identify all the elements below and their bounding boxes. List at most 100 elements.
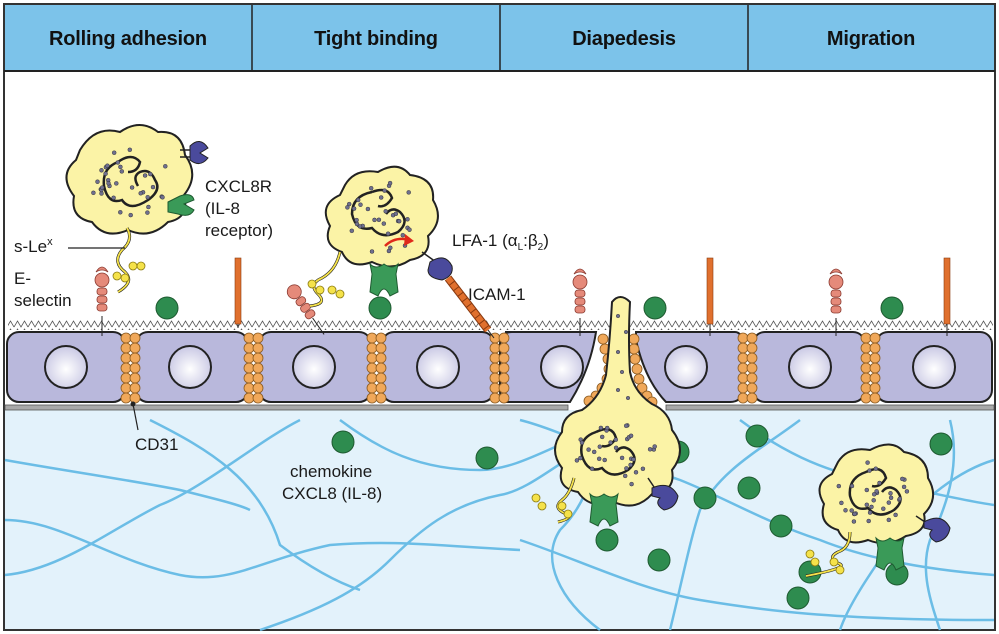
cd31-molecule (252, 332, 264, 344)
label-chemokine: chemokine (290, 462, 372, 481)
cd31-molecule (746, 352, 758, 364)
cd31-molecule (489, 382, 501, 394)
chemokine-cxcl8 (880, 296, 904, 320)
e-selectins (94, 266, 844, 336)
granule (354, 221, 360, 227)
basement-membrane (4, 404, 995, 411)
granule (864, 502, 869, 507)
cd31-molecule (252, 342, 264, 354)
cd31-molecule (366, 352, 378, 364)
cd31-molecule (243, 382, 255, 394)
granule (111, 195, 116, 201)
granule (839, 500, 844, 506)
granule (624, 466, 629, 471)
granule (407, 227, 412, 232)
cd31-molecule (498, 362, 510, 374)
e-selectin-molecule (572, 268, 588, 336)
granule (358, 202, 363, 207)
chemokine-cxcl8 (475, 446, 499, 470)
label-slex: s-Lex (14, 236, 53, 256)
endothelial-layer (6, 331, 993, 403)
nucleus (788, 345, 832, 389)
granule (866, 518, 871, 524)
cd31-molecule (252, 382, 264, 394)
cd31-molecule (252, 362, 264, 374)
cd31-molecule (489, 362, 501, 374)
cd31-molecule (366, 382, 378, 394)
cd31-molecule (120, 352, 132, 364)
granule (888, 491, 893, 496)
granule (647, 447, 653, 452)
granule (345, 205, 350, 210)
granule (836, 483, 841, 489)
granule (629, 481, 634, 487)
granule (405, 217, 410, 222)
cd31-molecule (498, 332, 510, 344)
label-cd31: CD31 (135, 435, 178, 454)
cd31-molecule (120, 362, 132, 374)
granule (148, 171, 153, 177)
icam1-molecule (943, 257, 951, 336)
granule (628, 462, 633, 468)
cd31-molecule (129, 332, 141, 344)
cd31-molecule (489, 342, 501, 354)
granule (897, 496, 902, 501)
cd31-molecule (869, 372, 881, 384)
cd31-molecule (375, 392, 387, 404)
cd31-molecule (860, 372, 872, 384)
granule (852, 511, 857, 517)
nucleus (168, 345, 212, 389)
granule (111, 150, 117, 155)
granule (393, 211, 399, 217)
chemokine-cxcl8 (769, 514, 793, 538)
granule (376, 217, 382, 223)
chemokine-cxcl8 (647, 548, 671, 572)
cd31-molecule (498, 342, 510, 354)
cd31-molecule (498, 352, 510, 364)
cd31-molecule (366, 342, 378, 354)
granule (127, 147, 133, 153)
granule (119, 169, 125, 174)
granule (365, 206, 371, 212)
granule (872, 492, 877, 497)
cd31-molecule (366, 372, 378, 384)
granule (578, 455, 583, 461)
cd31-molecule (737, 392, 749, 404)
cd31-molecule (129, 362, 141, 374)
cd31-molecule (860, 362, 872, 374)
granule (369, 185, 374, 191)
cd31-molecule (243, 342, 255, 354)
granule (129, 185, 135, 190)
cd31-molecule (746, 382, 758, 394)
granule (849, 508, 854, 513)
cd31-molecule (737, 372, 749, 384)
granule (871, 498, 876, 503)
stage-cell-3 (500, 5, 748, 71)
cd31-molecule (252, 352, 264, 364)
granule (877, 480, 882, 486)
granule (397, 218, 402, 224)
granule (867, 468, 872, 473)
cd31-molecule (860, 342, 872, 354)
cd31-molecule (737, 382, 749, 394)
cd31-molecule (869, 362, 881, 374)
cd31-molecule (746, 392, 758, 404)
granule (369, 249, 375, 254)
cd31-molecule (366, 332, 378, 344)
granule (893, 512, 898, 518)
cd31-molecule (366, 362, 378, 374)
cd31-molecule (498, 392, 510, 404)
cd31-molecule (129, 342, 141, 354)
granule (597, 456, 602, 461)
cd31-molecule (737, 352, 749, 364)
granule (598, 425, 604, 431)
nucleus (44, 345, 88, 389)
granule (163, 164, 168, 169)
e-selectin-molecule (94, 266, 110, 336)
cd31-molecule (120, 382, 132, 394)
cd31-molecule (489, 372, 501, 384)
nucleus (540, 345, 584, 389)
cd31-molecule (252, 372, 264, 384)
granule (118, 164, 123, 170)
granule (864, 487, 869, 493)
